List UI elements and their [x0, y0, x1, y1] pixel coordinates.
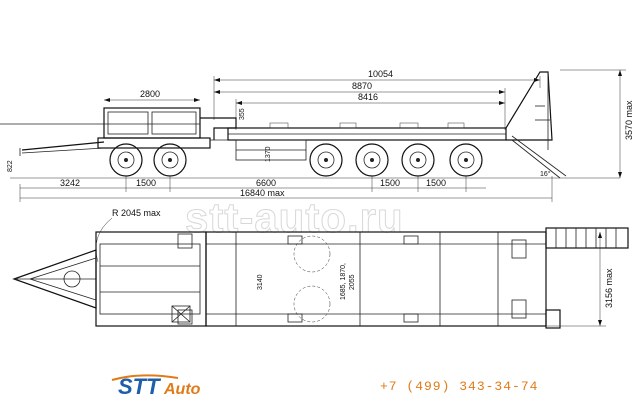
dim-1500-rear: 1500	[426, 178, 446, 188]
dim-overall-length: 10054	[368, 69, 393, 79]
logo-stt-text: STT	[118, 374, 161, 399]
dim-8416: 8416	[358, 92, 378, 102]
dim-8870: 8870	[352, 81, 372, 91]
dim-ramp-angle: 16°	[540, 170, 551, 178]
dim-height: 3570 max	[624, 100, 634, 140]
watermark-text: stt-auto.ru	[185, 194, 404, 241]
dim-355: 355	[239, 108, 246, 120]
dim-2800: 2800	[140, 89, 160, 99]
wheel-group	[109, 143, 483, 177]
dim-inner-widths: 1685, 1870,	[340, 263, 347, 300]
dim-1500-mid: 1500	[380, 178, 400, 188]
phone-number: +7 (499) 343-34-74	[380, 379, 538, 394]
top-view: R 2045 max 3140 1685, 1870,	[12, 208, 629, 329]
side-view: 10054 8870 8416 2800 355 1370 822	[0, 69, 634, 202]
dim-1370: 1370	[265, 146, 272, 162]
logo-auto-text: Auto	[163, 381, 201, 398]
dim-3242: 3242	[60, 178, 80, 188]
dim-6600: 6600	[256, 178, 276, 188]
dim-3140: 3140	[257, 274, 264, 290]
dim-1500-front: 1500	[136, 178, 156, 188]
dim-turn-radius: R 2045 max	[112, 208, 161, 218]
dim-822: 822	[7, 160, 14, 172]
dim-inner-width-2055: 2055	[349, 274, 356, 290]
brand-logo: STT Auto	[111, 374, 201, 399]
dim-total-length: 16840 max	[240, 188, 285, 198]
dim-width: 3156 max	[604, 268, 614, 308]
